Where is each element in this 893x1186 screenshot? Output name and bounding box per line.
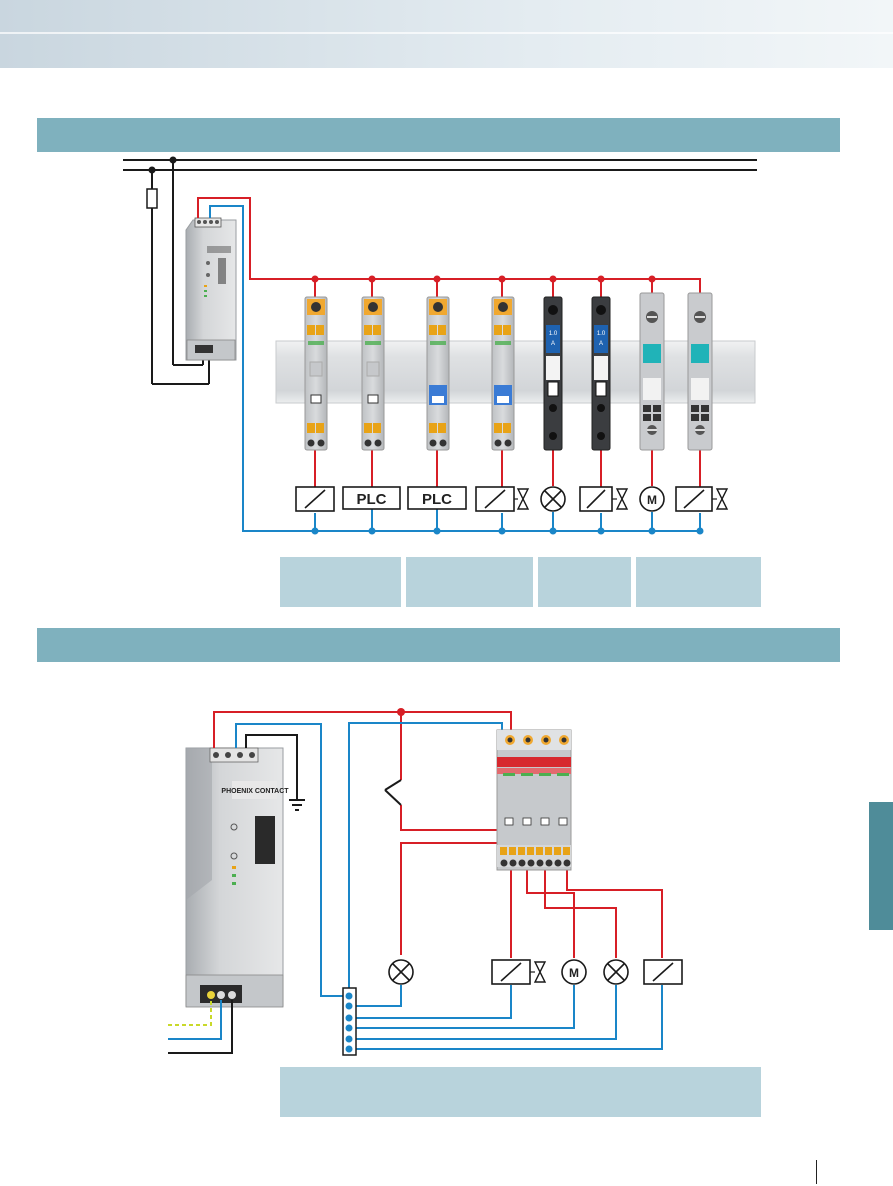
brand-label: PHOENIX CONTACT: [221, 788, 289, 795]
lamp-icon: [540, 486, 566, 512]
relay-coil-icon: [295, 486, 335, 512]
relay-coil-icon-2: [643, 959, 683, 985]
chapter-side-tab: [869, 802, 893, 930]
ecb-module-4: [491, 296, 515, 451]
motor-label-2: M: [569, 966, 579, 980]
valve-coil-icon-4: [491, 959, 547, 985]
motor-icon-2: M: [561, 959, 587, 985]
ecb-module-2: [361, 296, 385, 451]
caption-box-3: [538, 557, 631, 607]
fuse-terminal-module-1: [639, 292, 665, 451]
negative-junctions: [311, 527, 704, 535]
caption-box-4: [636, 557, 761, 607]
page-number-rule: [816, 1160, 817, 1184]
valve-coil-icon: [475, 486, 530, 512]
positive-junctions: [311, 275, 656, 283]
plc-label-1: PLC: [357, 491, 387, 508]
breaker-module-2: 1.0 A: [591, 296, 611, 451]
header-band: [0, 0, 893, 68]
plc-box-1: PLC: [342, 486, 401, 510]
fuse-terminal-module-2: [687, 292, 713, 451]
motor-label-1: M: [647, 493, 657, 507]
positive-junction: [397, 708, 405, 716]
lamp-icon-3: [603, 959, 629, 985]
ecb-module-1: [304, 296, 328, 451]
power-supply-icon-2: PHOENIX CONTACT: [185, 747, 289, 1008]
breaker-module-1: 1.0 A: [543, 296, 563, 451]
svg-text:A: A: [551, 341, 555, 347]
svg-text:1.0: 1.0: [597, 331, 606, 337]
lamp-icon-2: [388, 959, 414, 985]
terminal-strip: [342, 987, 357, 1056]
output-wiring: [314, 450, 701, 487]
fuse-icon: [146, 188, 158, 209]
caption-box-5: [280, 1067, 761, 1117]
switch-icon: [384, 779, 402, 806]
valve-coil-icon-3: [675, 486, 729, 512]
din-rail: [275, 340, 756, 404]
caption-box-1: [280, 557, 401, 607]
power-supply-icon: [185, 217, 237, 361]
multi-channel-breaker-module: [496, 729, 572, 871]
plc-box-2: PLC: [407, 486, 467, 510]
negative-wiring-2: [235, 722, 663, 1050]
section-bar-1: [37, 118, 840, 152]
header-rule: [0, 32, 893, 34]
caption-box-2: [406, 557, 533, 607]
plc-label-2: PLC: [422, 491, 452, 508]
svg-text:1.0: 1.0: [549, 331, 558, 337]
svg-text:A: A: [599, 341, 603, 347]
valve-coil-icon-2: [579, 486, 629, 512]
section-bar-2: [37, 628, 840, 662]
ground-icon: [245, 734, 305, 811]
motor-icon: M: [639, 486, 665, 512]
input-wiring: [168, 1000, 233, 1054]
ecb-module-3: [426, 296, 450, 451]
